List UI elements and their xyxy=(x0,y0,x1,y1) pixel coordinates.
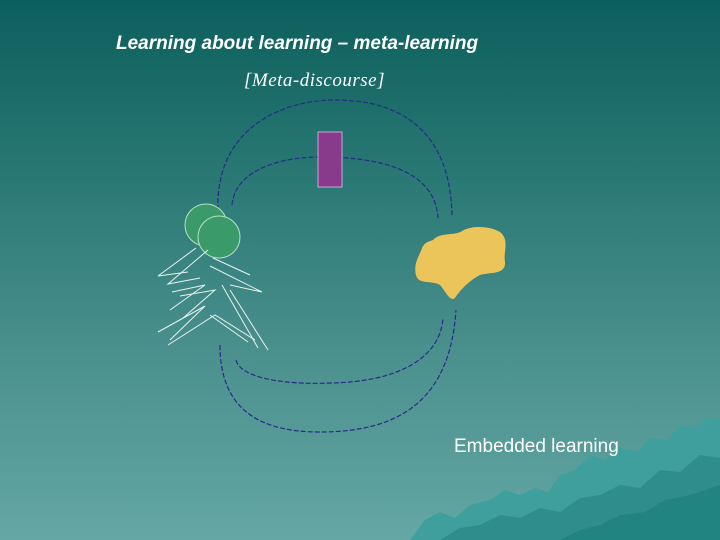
inner-loop-bottom xyxy=(235,317,444,384)
embedded-blob xyxy=(415,226,506,299)
slide-subtitle: [Meta-discourse] xyxy=(244,70,385,91)
slide-title: Learning about learning – meta-learning xyxy=(116,33,479,54)
outer-loop-bottom xyxy=(219,309,457,433)
sketch-figure xyxy=(157,247,269,351)
outer-loop-top xyxy=(217,99,453,216)
person-circle-front xyxy=(197,215,241,259)
mountain-decoration xyxy=(410,418,720,540)
embedded-learning-label: Embedded learning xyxy=(454,436,619,457)
meta-rectangle xyxy=(317,131,343,188)
